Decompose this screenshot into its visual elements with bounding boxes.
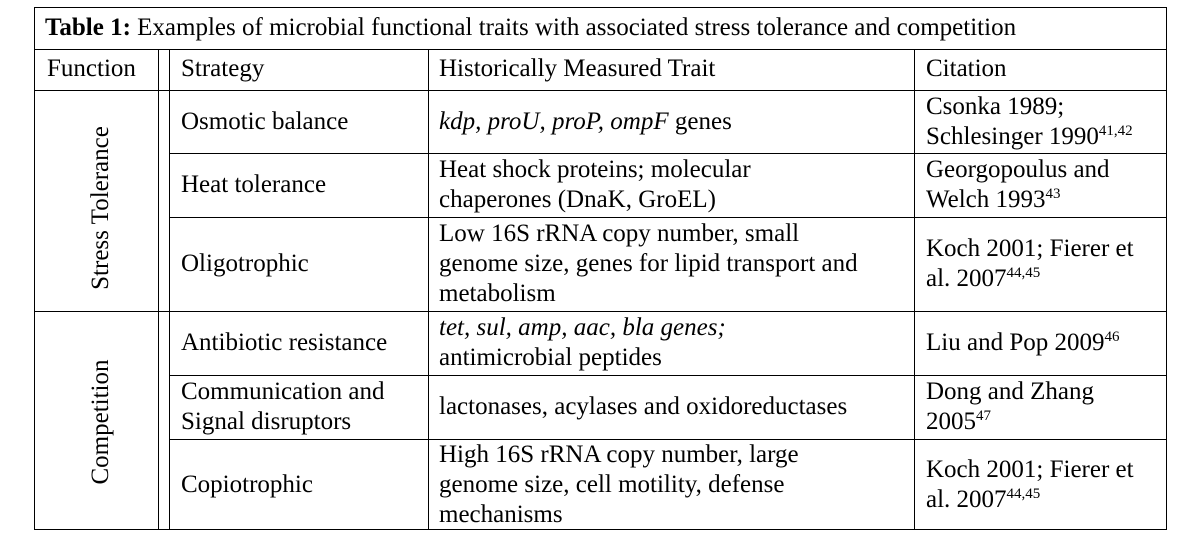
row-rule-4 — [169, 375, 1167, 376]
strategy-text: Heat tolerance — [181, 171, 327, 198]
caption-label: Table 1: — [45, 14, 131, 41]
row-rule-1 — [169, 153, 1167, 154]
table-row-2-citation: Georgopoulus and Welch 199343 — [926, 153, 1110, 217]
table-row-2-trait: Heat shock proteins; molecular chaperone… — [439, 153, 751, 217]
col-divider-citation — [914, 49, 915, 530]
table-row-6-strategy: Copiotrophic — [181, 439, 313, 530]
citation-line-2: al. 200744,45 — [926, 485, 1134, 515]
citation-ref: 2005 — [926, 408, 976, 435]
row-rule-5 — [169, 439, 1167, 440]
table-row-6-trait: High 16S rRNA copy number, large genome … — [439, 439, 799, 530]
strategy-text: Antibiotic resistance — [181, 329, 388, 356]
row-rule-2 — [169, 217, 1167, 218]
table-row-1-trait: kdp, proU, proP, ompF genes — [439, 90, 732, 153]
citation-superscript: 43 — [1045, 186, 1061, 202]
citation-line-2: Welch 199343 — [926, 185, 1110, 215]
traits-table: Table 1: Examples of microbial functiona… — [34, 7, 1167, 530]
table-caption: Table 1: Examples of microbial functiona… — [35, 8, 1166, 50]
citation-ref: Welch 1993 — [926, 186, 1046, 213]
group-rule — [35, 311, 1166, 312]
header-citation: Citation — [926, 55, 1007, 82]
trait-line-1: Heat shock proteins; molecular — [439, 156, 751, 183]
strategy-text: Oligotrophic — [181, 250, 309, 277]
trait-line-1: Low 16S rRNA copy number, small — [439, 220, 800, 247]
citation-superscript: 47 — [976, 408, 991, 424]
trait-genes-italic: kdp, proU, proP, ompF — [439, 107, 669, 135]
citation-line-2: 200547 — [926, 407, 1094, 437]
table-row-5-strategy: Communication and Signal disruptors — [181, 375, 384, 439]
table-row-1-citation: Csonka 1989; Schlesinger 199041,42 — [926, 90, 1133, 153]
trait-genes-suffix: genes — [668, 107, 732, 135]
citation-line-1: Csonka 1989; — [926, 92, 1065, 120]
table-row-4-citation: Liu and Pop 200946 — [926, 311, 1119, 375]
header-rule — [35, 90, 1166, 91]
trait-genes-italic: tet, sul, amp, aac, bla genes; — [439, 314, 726, 341]
table-row-5-citation: Dong and Zhang 200547 — [926, 375, 1094, 439]
trait-line-1: tet, sul, amp, aac, bla genes; — [439, 313, 726, 343]
col-divider-strategy-header — [169, 49, 170, 90]
col-divider-strategy — [169, 90, 170, 530]
citation-line-1: Georgopoulus and — [926, 156, 1110, 183]
header-strategy: Strategy — [181, 55, 265, 82]
citation-superscript: 46 — [1104, 329, 1120, 345]
caption-text: Examples of microbial functional traits … — [130, 14, 1017, 41]
citation-line-1: Liu and Pop 200946 — [926, 328, 1119, 358]
group-competition: Competition — [87, 359, 114, 485]
table-row-5-trait: lactonases, acylases and oxidoreductases — [439, 375, 847, 439]
trait-line-2: genome size, genes for lipid transport a… — [439, 250, 858, 277]
trait-line-3: mechanisms — [439, 500, 563, 528]
table-row-3-strategy: Oligotrophic — [181, 217, 309, 311]
strategy-line-2: Signal disruptors — [181, 408, 352, 435]
table-row-4-trait: tet, sul, amp, aac, bla genes; antimicro… — [439, 311, 726, 375]
citation-superscript: 41,42 — [1098, 122, 1133, 139]
group-stress-tolerance: Stress Tolerance — [87, 126, 114, 290]
table-row-3-trait: Low 16S rRNA copy number, small genome s… — [439, 217, 858, 311]
trait-text: kdp, proU, proP, ompF genes — [439, 107, 732, 137]
citation-ref: al. 2007 — [926, 265, 1007, 292]
table-row-2-strategy: Heat tolerance — [181, 153, 326, 217]
citation-ref: Liu and Pop 2009 — [926, 329, 1105, 356]
citation-line-2: Schlesinger 199041,42 — [926, 122, 1133, 152]
citation-superscript: 44,45 — [1006, 485, 1041, 502]
trait-line-2: genome size, cell motility, defense — [439, 470, 785, 498]
trait-line-1: High 16S rRNA copy number, large — [439, 440, 799, 468]
citation-line-2: al. 200744,45 — [926, 264, 1134, 294]
col-divider-trait — [428, 49, 429, 530]
header-trait: Historically Measured Trait — [439, 55, 716, 82]
col-divider-function — [158, 49, 159, 530]
citation-line-1: Dong and Zhang — [926, 378, 1095, 405]
header-function: Function — [47, 55, 136, 82]
table-row-3-citation: Koch 2001; Fierer et al. 200744,45 — [926, 217, 1134, 311]
trait-line-2: antimicrobial peptides — [439, 344, 662, 371]
trait-line-2: chaperones (DnaK, GroEL) — [439, 186, 716, 213]
citation-ref: al. 2007 — [926, 485, 1007, 513]
strategy-text: Copiotrophic — [181, 470, 313, 498]
strategy-text: Osmotic balance — [181, 107, 349, 135]
trait-line-1: lactonases, acylases and oxidoreductases — [439, 393, 848, 420]
citation-line-1: Koch 2001; Fierer et — [926, 235, 1134, 262]
citation-line-1: Koch 2001; Fierer et — [926, 455, 1134, 483]
table-row-6-citation: Koch 2001; Fierer et al. 200744,45 — [926, 439, 1134, 530]
table-row-4-strategy: Antibiotic resistance — [181, 311, 387, 375]
citation-superscript: 44,45 — [1006, 265, 1041, 281]
table-row-1-strategy: Osmotic balance — [181, 90, 348, 153]
trait-line-3: metabolism — [439, 280, 556, 307]
citation-ref: Schlesinger 1990 — [926, 122, 1099, 150]
strategy-line-1: Communication and — [181, 378, 385, 405]
